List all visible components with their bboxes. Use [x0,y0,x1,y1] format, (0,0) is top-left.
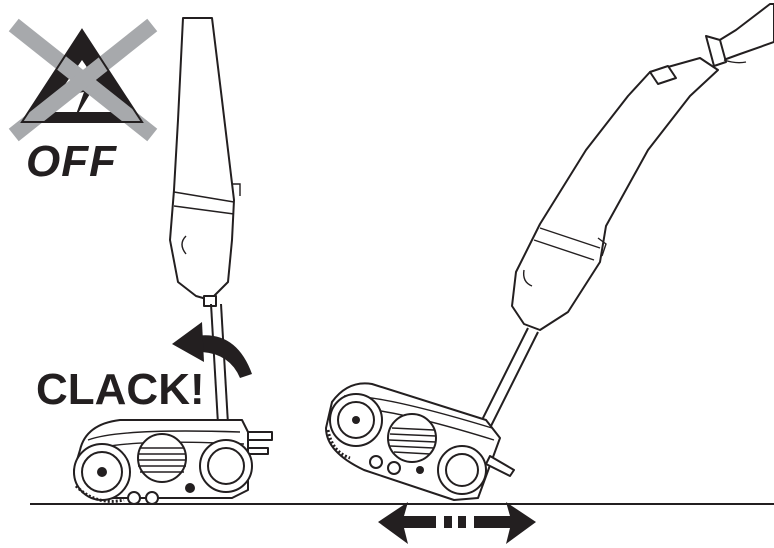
electric-hazard-crossed-icon [20,30,146,130]
upright-grille [138,434,186,482]
off-label: OFF [26,140,117,184]
tilted-handle [512,58,718,330]
clack-label: CLACK! [36,368,205,412]
tilted-grille [388,414,436,462]
double-arrow-icon [378,502,536,544]
tilted-device [326,4,774,500]
upright-handle [170,18,234,300]
